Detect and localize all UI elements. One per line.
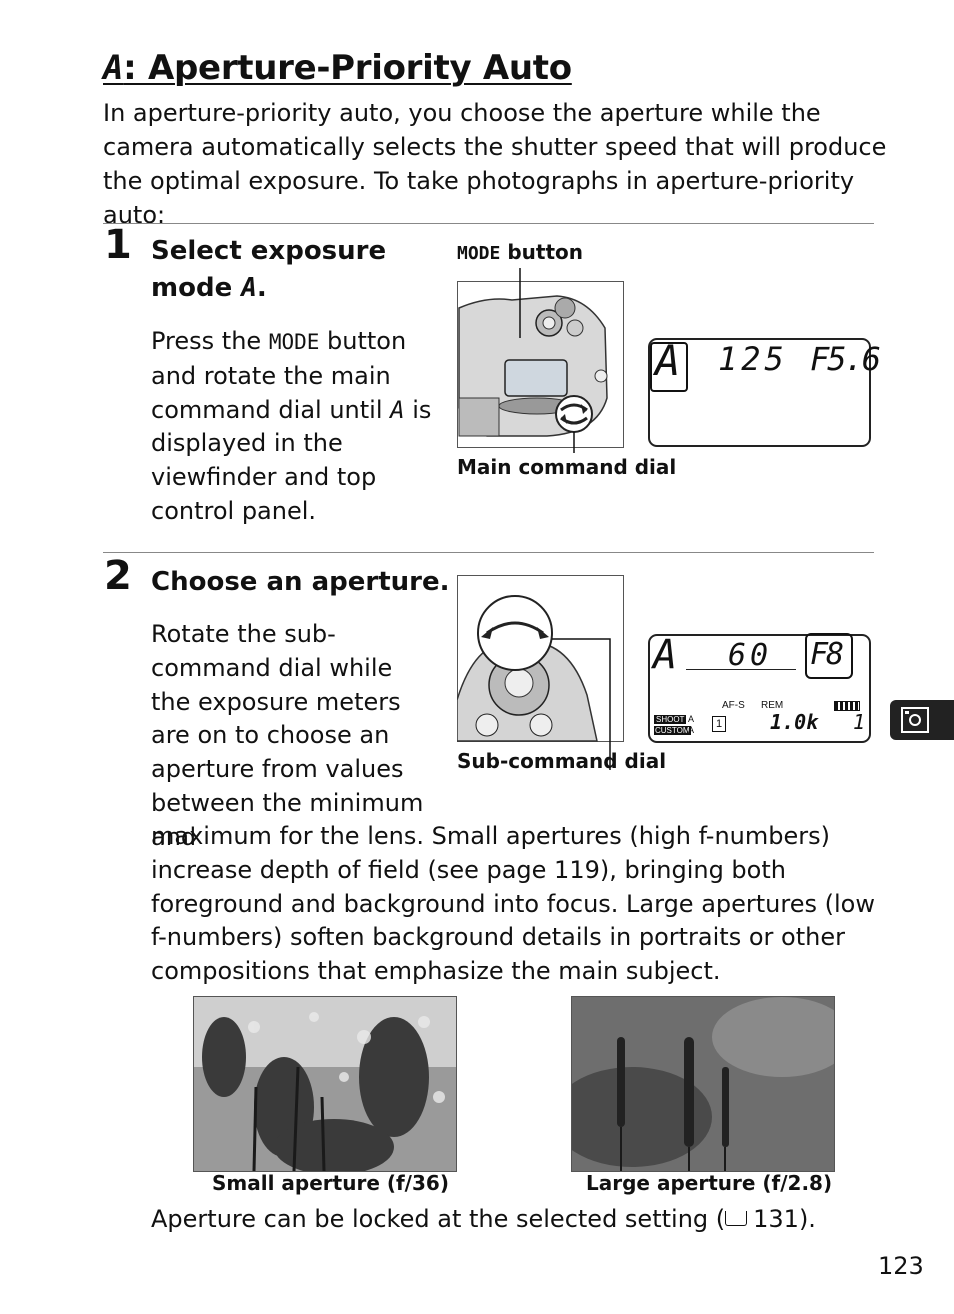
step-number: 1	[104, 222, 132, 268]
lcd-shutter-speed: 125	[718, 340, 788, 378]
sub-command-dial-illustration	[457, 575, 624, 770]
control-panel-lcd: A 125 F5.6	[648, 336, 881, 447]
figure-label-sub-command-dial: Sub-command dial	[457, 749, 667, 773]
exposure-mode-icon	[901, 707, 929, 733]
chapter-tab[interactable]	[890, 700, 954, 740]
step-heading: Select exposure mode A.	[151, 233, 386, 307]
intro-paragraph: In aperture-priority auto, you choose th…	[103, 99, 887, 229]
body-text: Press the	[151, 327, 269, 355]
step-heading-line: Select exposure	[151, 236, 387, 266]
battery-icon	[834, 701, 860, 711]
lcd-count: 1	[853, 710, 866, 734]
page-reference-link[interactable]: 131	[753, 1205, 799, 1233]
mode-button-symbol: MODE	[457, 243, 501, 264]
lcd-shoot-bank-value: A	[688, 714, 695, 724]
lcd-divider	[686, 669, 796, 670]
lcd-custom-bank: CUSTOM	[654, 726, 691, 735]
page-number: 123	[878, 1252, 924, 1280]
mode-a-symbol: A	[241, 273, 257, 303]
figure-label-main-command-dial: Main command dial	[457, 455, 677, 479]
lcd-custom-bank-value: A	[688, 725, 695, 735]
lcd-aperture: F8	[810, 637, 844, 672]
footer-note-text: Aperture can be locked at the selected s…	[151, 1205, 726, 1233]
lcd-aperture: F5.6	[810, 340, 881, 378]
photo-large-aperture	[571, 996, 835, 1172]
body-text: button and rotate the main command dial …	[151, 327, 407, 424]
flower-photo-sharp	[194, 997, 456, 1171]
page-title-text: : Aperture-Priority Auto	[123, 48, 572, 88]
footer-note-text: ).	[798, 1205, 816, 1233]
footer-note: Aperture can be locked at the selected s…	[151, 1205, 816, 1233]
camera-top-illustration	[457, 268, 624, 453]
step-heading: Choose an aperture.	[151, 567, 450, 597]
figure-label-mode-button: MODE button	[457, 240, 583, 264]
mode-button-symbol: MODE	[268, 330, 320, 354]
lcd-mode: A	[653, 632, 678, 678]
mode-a-symbol: A	[390, 395, 405, 424]
book-reference-icon	[725, 1211, 748, 1226]
figure-label-text: button	[500, 240, 583, 264]
lcd-rem: REM	[761, 700, 784, 711]
page-title: A: Aperture-Priority Auto	[103, 48, 572, 88]
heading-text: .	[256, 273, 267, 303]
heading-text: mode	[151, 273, 242, 303]
control-panel-lcd-2: A 60 F8 AF-S REM SHOOT A CUSTOM A 1 1.0k…	[648, 632, 871, 743]
lcd-sd-slot: 1	[712, 716, 726, 732]
lcd-mode: A	[655, 336, 681, 385]
lcd-af-mode: AF-S	[722, 700, 745, 711]
step-number: 2	[104, 553, 132, 599]
section-divider	[103, 552, 874, 553]
body-text: is displayed in the viewfinder and top c…	[151, 395, 432, 525]
flower-photo-blurred	[572, 997, 834, 1171]
lcd-shutter-speed: 60	[728, 638, 773, 673]
lcd-frames: 1.0k	[770, 710, 819, 734]
mode-highlight-box	[650, 342, 688, 392]
photo-caption-small-aperture: Small aperture (f/36)	[212, 1171, 449, 1195]
step-body: Press the MODE button and rotate the mai…	[151, 325, 436, 529]
mode-a-symbol: A	[103, 48, 124, 88]
photo-caption-large-aperture: Large aperture (f/2.8)	[586, 1171, 833, 1195]
step-body-narrow: Rotate the sub-command dial while the ex…	[151, 620, 424, 851]
aperture-highlight-box	[805, 633, 853, 679]
step-body-wide: maximum for the lens. Small apertures (h…	[151, 822, 875, 986]
lcd-shoot-bank: SHOOT	[654, 715, 687, 724]
step-heading-line: mode A.	[151, 270, 386, 307]
section-divider	[103, 223, 874, 224]
photo-small-aperture	[193, 996, 457, 1172]
